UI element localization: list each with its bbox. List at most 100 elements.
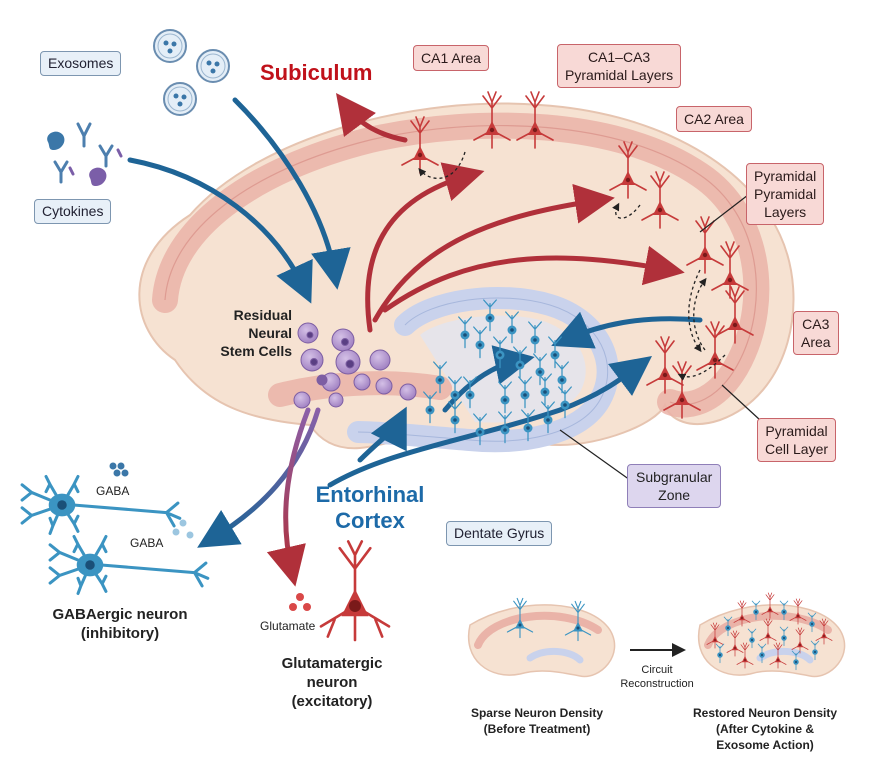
granule-neuron [538,373,552,406]
glutamatergic-neuron-icon [319,540,391,642]
granule-neuron [528,321,542,354]
granule-neuron [757,643,767,664]
granule-neuron [518,376,532,409]
glutamate-label: Glutamate [260,619,316,633]
neuron [48,534,210,596]
granule-neuron [498,381,512,414]
granule-neuron [555,361,569,394]
granule-neuron [483,299,497,332]
pyramidal-neuron [663,361,701,419]
gaba-neurons [20,474,210,596]
sparse-density-label: Sparse Neuron Density (Before Treatment) [452,705,622,737]
glutamatergic-nucleus [349,600,361,612]
glutamate-vesicles [289,593,311,611]
pyramidal-neurons [401,91,754,419]
inset-sparse-neurons [506,597,592,642]
granule-neuron [533,353,547,386]
cytokine-icons [47,122,123,186]
restored-line1: Restored Neuron Density [692,706,838,720]
stem-line1: Residual [233,307,292,323]
pyramidal-neuron [736,642,754,669]
granule-neuron [473,413,487,446]
granule-neuron [448,376,462,409]
stem-line3: Stem Cells [220,343,292,359]
granule-neuron [521,409,535,442]
restored-line2: (After Cytokine & [715,722,814,736]
pyramidal-neuron [401,116,439,174]
granule-neuron [448,401,462,434]
pyramidal-neuron [641,171,679,229]
leader-lines [559,194,761,481]
granule-neuron [458,316,472,349]
ca1-ca3-label: CA1–CA3 Pyramidal Layers [557,44,682,88]
pyramidal-cell-layer-label: Pyramidal Cell Layer [757,418,837,462]
pyramidal-neuron [716,286,754,344]
arrow-to-glutamate [266,407,311,587]
restored-density-label: Restored Neuron Density (After Cytokine … [680,705,850,753]
pyramidal-neuron [789,598,807,625]
granule-neuron [779,626,789,647]
cytokines-label: Cytokines [34,199,112,224]
granule-neuron [807,612,817,633]
pyramidal-neuron [759,618,777,645]
circuit-line2: Reconstruction [620,678,694,690]
stem-cell-band [268,371,452,407]
gaba-neuron-line2: (inhibitory) [80,625,160,642]
granule-neurons [423,299,572,446]
entorhinal-line1: Entorhinal [315,482,425,507]
stem-line2: Neural [248,325,292,341]
entorhinal-line2: Cortex [335,508,405,533]
inset-dense-neurons [706,592,833,671]
pyramidal-neuron [706,622,724,649]
ca3-line2: Area [801,334,831,350]
pyr-pyr-line3: Layers [764,204,807,220]
gaba-label-1: GABA [96,484,130,498]
pyramidal-neuron [564,600,592,642]
restored-line3: Exosome Action) [716,738,814,752]
glu-neuron-line1: Glutamatergic [281,655,383,672]
gaba-neuron-line1: GABAergic neuron [52,606,188,623]
glu-neuron-line3: (excitatory) [291,693,373,710]
circuit-reconstruction-label: Circuit Reconstruction [610,663,704,691]
pyramidal-neuron [609,141,647,199]
sparse-line1: Sparse Neuron Density [470,706,604,720]
dashed-connections [418,151,726,381]
granule-neuron [493,336,507,369]
granule-neuron [473,326,487,359]
ca1-ca3-line2: Pyramidal Layers [565,67,674,83]
glu-neuron-line2: neuron [306,674,358,691]
ca1-area-label: CA1 Area [413,45,489,71]
granule-neuron [715,643,725,664]
pyramidal-neuron [761,592,779,619]
pyramidal-neuron [686,216,724,274]
pyr-cell-line2: Cell Layer [765,441,829,457]
pyramidal-neuron [815,618,833,645]
granule-neuron [541,401,555,434]
granule-neuron [433,361,447,394]
ca2-area-label: CA2 Area [676,106,752,132]
exosome-icons [153,29,230,116]
pyramidal-neuron [726,630,744,657]
stem-cells-label: Residual Neural Stem Cells [198,306,292,360]
circuit-line1: Circuit [641,664,673,676]
pyramidal-neuron [769,642,787,669]
subgranular-line1: Subgranular [636,469,713,485]
entorhinal-cortex-label: Entorhinal Cortex [300,482,440,534]
red-arrows [335,93,685,333]
ca1-ca3-line1: CA1–CA3 [587,49,651,65]
pyr-pyr-line2: Pyramidal [754,186,817,202]
subgranular-line2: Zone [658,487,691,503]
granule-neuron [747,628,757,649]
pyr-pyr-line1: Pyramidal [754,168,817,184]
pyramidal-neuron [696,321,734,379]
gabaergic-neuron-label: GABAergic neuron (inhibitory) [40,605,200,643]
granule-neuron [810,640,820,661]
stem-cells [293,322,417,409]
pyramidal-neuron [646,336,684,394]
pyramidal-neuron [791,627,809,654]
granule-neuron [548,336,562,369]
pyramidal-pyramidal-layers-label: Pyramidal Pyramidal Layers [746,163,825,225]
pyramidal-neuron [733,600,751,627]
gaba-vesicles [109,462,194,539]
